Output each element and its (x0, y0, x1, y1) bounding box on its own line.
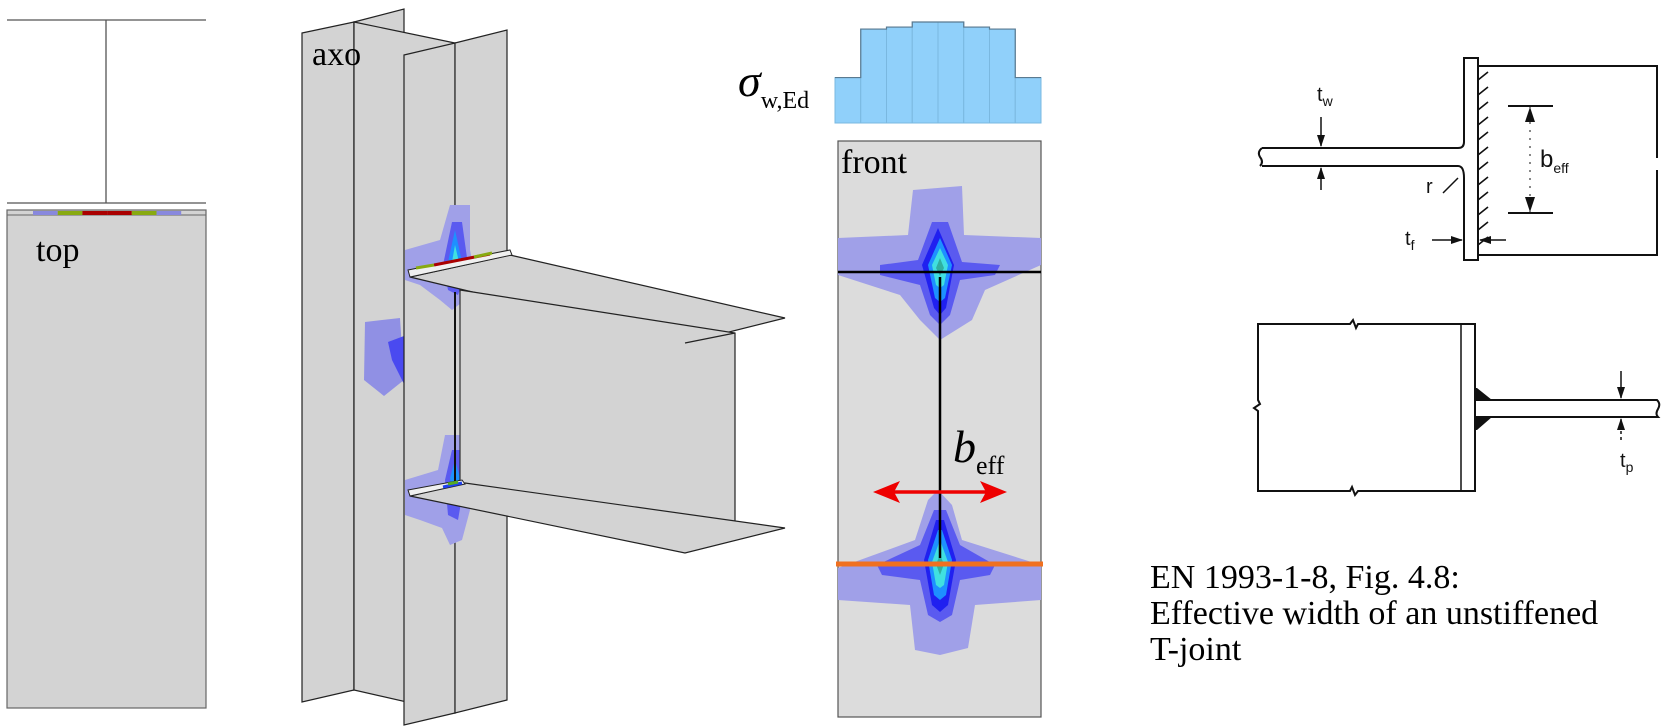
caption-line-1: EN 1993-1-8, Fig. 4.8: (1150, 559, 1460, 596)
ref-weld-top (1475, 388, 1492, 400)
top-view-column-plate (6, 209, 207, 709)
ref-t-joint-outline (1262, 57, 1479, 261)
ref-label-beff: beff (1540, 146, 1569, 176)
axo-lower-weld-green (447, 480, 459, 486)
stress-bar (860, 28, 887, 124)
front-view-label: front (841, 144, 908, 181)
ref-tf-arrow-right-icon (1451, 236, 1463, 244)
top-view-stress-band (33, 211, 58, 215)
top-view-stress-band (107, 211, 132, 215)
stress-bar (911, 21, 939, 124)
stress-bar (937, 21, 965, 124)
ref-tw-arrow-up-icon (1317, 167, 1325, 179)
ref-tw-symbol: t (1317, 84, 1323, 106)
beff-label: beff (953, 420, 1004, 481)
reference-figure-lower (1252, 317, 1661, 498)
ref-beff-subscript: eff (1553, 159, 1569, 176)
stress-bar (989, 28, 1016, 124)
ref-tw-subscript: w (1322, 93, 1333, 109)
ref-label-r: r (1426, 176, 1433, 198)
ref-label-tp: tp (1620, 450, 1633, 475)
top-view-stress-band (57, 211, 83, 215)
ref-beff-arrow-up-icon (1525, 107, 1535, 122)
stress-bar (886, 26, 913, 124)
ref-column-box-top (1478, 65, 1658, 158)
ref-tf-arrow-left-icon (1479, 236, 1491, 244)
arrow-right-head-icon (980, 481, 1007, 503)
axo-beam-edge (684, 332, 736, 344)
ref-beff-symbol: b (1540, 146, 1554, 173)
ref-tp-arrow-up-icon (1617, 418, 1625, 430)
figure-caption: EN 1993-1-8, Fig. 4.8: Effective width o… (1150, 560, 1598, 668)
ref-tf-symbol: t (1405, 228, 1411, 250)
stress-bar (834, 77, 862, 124)
reference-figure-upper (1257, 57, 1658, 261)
axo-web-contour (364, 318, 404, 396)
stress-outline (835, 21, 1041, 79)
beff-arrow (873, 481, 1007, 503)
ref-column-section (1252, 317, 1476, 498)
stress-bar (963, 26, 990, 124)
ref-weld-hatching (1477, 71, 1489, 246)
front-view (836, 140, 1043, 718)
ref-tp-arrow-down-icon (1617, 387, 1625, 399)
axo-view (301, 8, 786, 726)
top-view-stress-band (82, 211, 108, 215)
stress-distribution-diagram (834, 21, 1042, 124)
ref-tp-symbol: t (1620, 450, 1626, 472)
top-view-label: top (36, 232, 80, 269)
ref-break-line-left (1257, 147, 1263, 167)
ref-tf-subscript: f (1410, 237, 1415, 253)
top-view-stress-band (131, 211, 157, 215)
top-view (6, 19, 207, 709)
ref-label-tf: tf (1405, 228, 1414, 253)
ref-tp-subscript: p (1625, 459, 1634, 475)
ref-plate (1475, 399, 1661, 418)
axo-column-flange-front-left (403, 42, 456, 726)
ref-tw-arrow-down-icon (1317, 135, 1325, 147)
ref-weld-bottom (1475, 417, 1492, 430)
top-view-stress-bands (33, 211, 182, 215)
ref-beff-arrow-down-icon (1525, 197, 1535, 212)
stress-subscript: w,Ed (760, 88, 810, 114)
caption-line-3: T-joint (1150, 631, 1242, 668)
ref-column-box-bottom (1478, 170, 1658, 256)
axo-web-contour-core (388, 336, 404, 384)
stress-bar (1014, 77, 1042, 124)
arrow-left-head-icon (873, 481, 900, 503)
ref-label-tw: tw (1317, 84, 1333, 109)
axo-upper-weld-green-left (415, 263, 435, 270)
stress-symbol-label: σw,Ed (738, 54, 809, 115)
top-view-stress-band (156, 211, 182, 215)
axo-view-label: axo (312, 36, 362, 73)
axo-column-flange-left (301, 21, 355, 703)
axo-upper-weld-green-right (473, 251, 493, 259)
beff-subscript: eff (976, 451, 1005, 480)
beff-symbol: b (953, 421, 976, 472)
stress-symbol: σ (738, 55, 761, 106)
caption-line-2: Effective width of an unstiffened (1150, 595, 1599, 632)
axo-lower-weld-blue (442, 481, 463, 489)
